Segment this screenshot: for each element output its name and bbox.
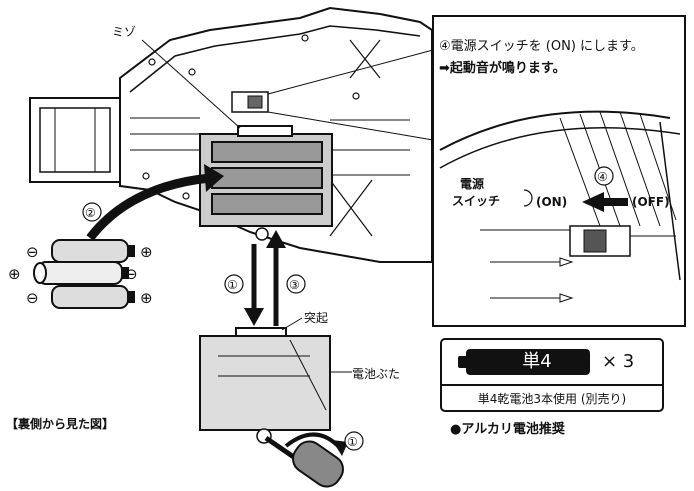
battery-cover	[199, 327, 331, 444]
battery-spec-box: 単4 × 3 単4乾電池3本使用 (別売り)	[440, 338, 664, 412]
step3-marker: ③	[289, 278, 300, 292]
battery-minus-top: ⊖	[26, 243, 39, 261]
step2-arrow	[86, 173, 211, 241]
power-switch-label-2: スイッチ	[452, 194, 500, 208]
battery-note: 単4乾電池3本使用 (別売り)	[442, 384, 662, 412]
screwdriver-icon	[264, 435, 344, 488]
protrusion-label: 突起	[304, 310, 328, 325]
step2-marker-circle	[82, 202, 102, 222]
screw-step-marker: ①	[347, 435, 358, 449]
battery-quantity: × 3	[602, 351, 635, 372]
battery-compartment	[199, 125, 333, 241]
battery-plus-middle: ⊕	[8, 265, 21, 283]
battery-size: 単4	[522, 351, 552, 372]
loose-batteries	[33, 239, 135, 309]
step4-instruction: ④電源スイッチを (ON) にします。	[439, 39, 644, 54]
step4-result: ➡起動音が鳴ります。	[439, 61, 566, 76]
on-label: (ON)	[536, 195, 567, 209]
power-switch-label-1: 電源	[460, 176, 484, 191]
step4-callout: ④電源スイッチを (ON) にします。 ➡起動音が鳴ります。	[439, 36, 644, 80]
battery-cover-label: 電池ぶた	[352, 367, 400, 381]
groove-label: ミゾ	[112, 25, 136, 39]
battery-spec-header: 単4 × 3	[442, 340, 662, 384]
switch-direction-arrow	[582, 192, 628, 212]
switch-detail-panel	[267, 15, 686, 327]
battery-icon	[458, 356, 467, 368]
battery-plus-top: ⊕	[140, 243, 153, 261]
view-from-back-label: 【裏側から見た図】	[6, 417, 115, 431]
battery-size-badge: 単4	[466, 349, 590, 375]
step1-marker: ①	[227, 278, 238, 292]
battery-plus-bottom: ⊕	[140, 289, 153, 307]
step1-arrow	[244, 244, 264, 326]
battery-minus-bottom: ⊖	[26, 289, 39, 307]
step4-marker: ④	[597, 170, 608, 184]
battery-minus-middle: ⊖	[125, 265, 138, 283]
step2-marker: ②	[85, 206, 96, 220]
step3-arrow	[266, 230, 286, 326]
off-label: (OFF)	[632, 195, 670, 209]
alkaline-recommendation: ●アルカリ電池推奨	[450, 422, 565, 437]
groove-leader	[141, 39, 241, 129]
